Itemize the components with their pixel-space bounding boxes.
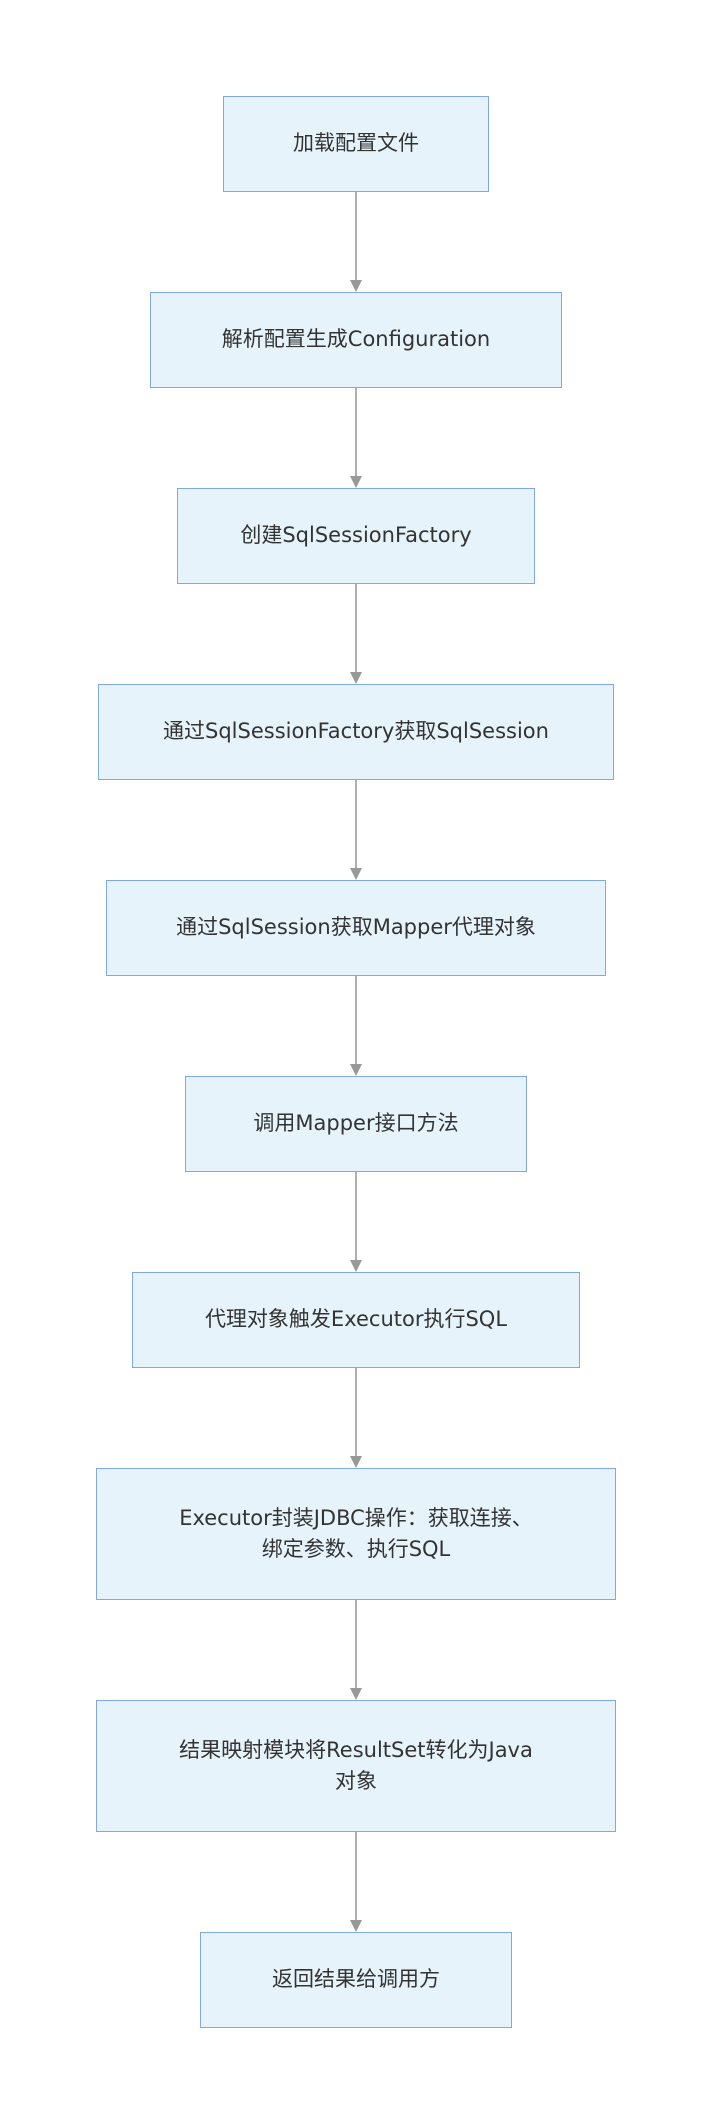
step-label: 加载配置文件: [293, 131, 419, 156]
step-label: 解析配置生成Configuration: [221, 327, 491, 352]
step-label: 返回结果给调用方: [272, 1967, 440, 1992]
step-label: 通过SqlSession获取Mapper代理对象: [176, 915, 536, 940]
step-invoke-mapper-method: 调用Mapper接口方法: [185, 1076, 527, 1172]
step-label-line2: 绑定参数、执行SQL: [261, 1537, 451, 1561]
step-load-config-file: 加载配置文件: [223, 96, 489, 192]
step-create-sqlsessionfactory: 创建SqlSessionFactory: [177, 488, 535, 584]
step-label: 调用Mapper接口方法: [253, 1111, 459, 1136]
step-label-line1: Executor封装JDBC操作：获取连接、: [179, 1505, 533, 1530]
step-label-block: 结果映射模块将ResultSet转化为Java 对象: [179, 1735, 533, 1798]
step-label: 创建SqlSessionFactory: [240, 523, 472, 548]
step-result-mapping: 结果映射模块将ResultSet转化为Java 对象: [96, 1700, 616, 1832]
step-label: 通过SqlSessionFactory获取SqlSession: [163, 719, 549, 744]
step-get-sqlsession: 通过SqlSessionFactory获取SqlSession: [98, 684, 614, 780]
step-return-result: 返回结果给调用方: [200, 1932, 512, 2028]
step-executor-jdbc: Executor封装JDBC操作：获取连接、 绑定参数、执行SQL: [96, 1468, 616, 1600]
step-proxy-triggers-executor: 代理对象触发Executor执行SQL: [132, 1272, 580, 1368]
step-label-line1: 结果映射模块将ResultSet转化为Java: [179, 1737, 533, 1762]
step-label-line2: 对象: [334, 1769, 377, 1793]
step-label-block: Executor封装JDBC操作：获取连接、 绑定参数、执行SQL: [179, 1503, 533, 1566]
step-label: 代理对象触发Executor执行SQL: [204, 1307, 508, 1332]
step-get-mapper-proxy: 通过SqlSession获取Mapper代理对象: [106, 880, 606, 976]
step-parse-configuration: 解析配置生成Configuration: [150, 292, 562, 388]
